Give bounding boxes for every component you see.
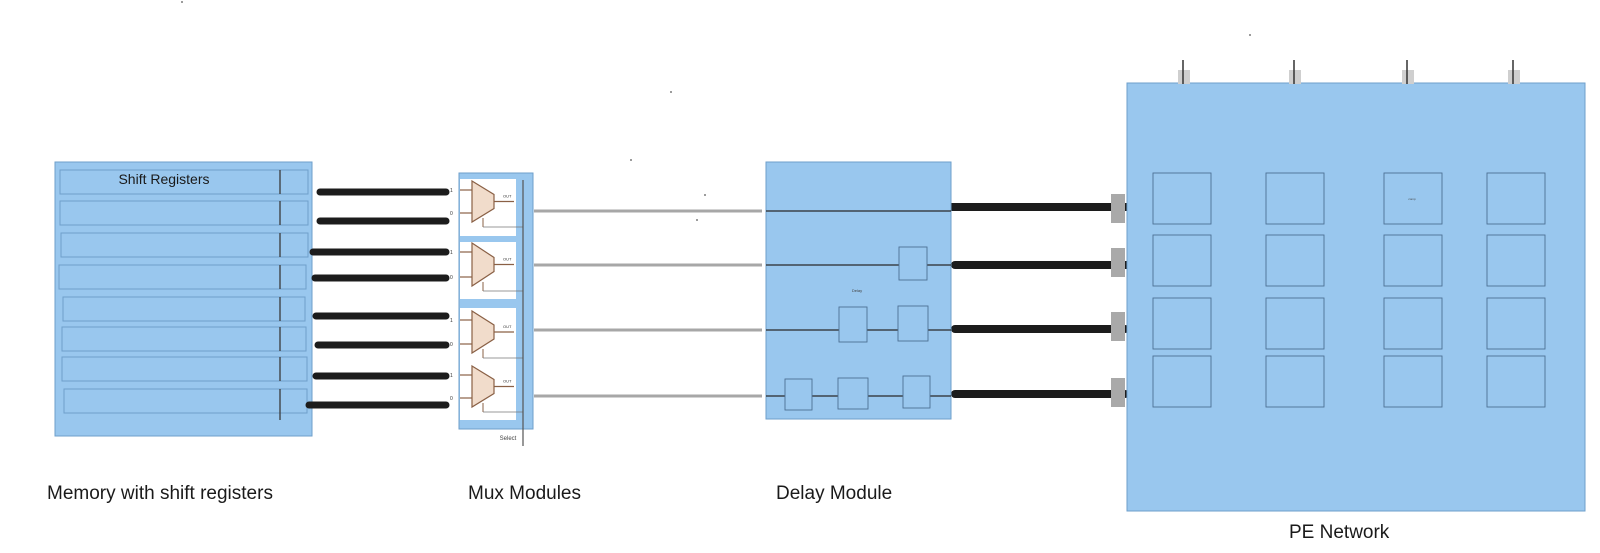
- pe-cell: [1486, 172, 1546, 225]
- delay-register-box: [902, 375, 931, 409]
- pe-cell: [1152, 297, 1212, 350]
- shift-register-row: [63, 388, 308, 414]
- pe-top-port: [1289, 70, 1301, 84]
- mux-input-1-label: 1: [450, 318, 453, 324]
- mux-select-label: Select: [500, 436, 517, 442]
- mux-trapezoid: [471, 179, 495, 224]
- mux-input-0-label: 0: [450, 396, 453, 402]
- shift-register-row: [61, 356, 308, 382]
- stray-dot: [704, 194, 706, 196]
- delay-register-box: [784, 378, 813, 411]
- mux-input-1-label: 1: [450, 373, 453, 379]
- pe-network-group: [1111, 60, 1586, 512]
- pe-cell: [1486, 234, 1546, 287]
- mux-input-0-label: 0: [450, 211, 453, 217]
- mux-out-label: OUT: [503, 379, 512, 384]
- memory-block: [54, 161, 313, 437]
- pe-top-port: [1178, 70, 1190, 84]
- pe-top-port: [1402, 70, 1414, 84]
- mux-out-label: OUT: [503, 194, 512, 199]
- mux-input-0-label: 0: [450, 342, 453, 348]
- pe-input-port: [1111, 312, 1125, 341]
- delay-register-box: [838, 306, 868, 343]
- shift-register-row: [61, 326, 307, 352]
- pe-input-port: [1111, 194, 1125, 223]
- stray-dot: [696, 219, 698, 221]
- mux-out-label: OUT: [503, 257, 512, 262]
- mux-input-1-label: 1: [450, 250, 453, 256]
- stray-dot: [670, 91, 672, 93]
- stray-dot: [630, 159, 632, 161]
- mux-out-label: OUT: [503, 324, 512, 329]
- pe-cell-label: comp: [1408, 197, 1416, 201]
- mux-input-1-label: 1: [450, 188, 453, 194]
- mux-input-0-label: 0: [450, 275, 453, 281]
- pe-cell: [1265, 234, 1325, 287]
- delay-caption: Delay Module: [776, 483, 893, 504]
- delay-register-box: [897, 305, 929, 342]
- stray-dot: [1249, 34, 1251, 36]
- pe-top-port: [1508, 70, 1520, 84]
- pe-input-port: [1111, 378, 1125, 407]
- stray-dot: [181, 1, 183, 3]
- pe-cell: [1383, 234, 1443, 287]
- delay-inner-label: Delay: [852, 288, 862, 293]
- shift-register-row: [58, 264, 307, 290]
- pe-cell: [1152, 234, 1212, 287]
- shift-register-row: [62, 296, 306, 322]
- pe-cell: [1152, 172, 1212, 225]
- pe-input-port: [1111, 248, 1125, 277]
- pe-cell: [1152, 355, 1212, 408]
- pe-cell: [1486, 355, 1546, 408]
- pe-network-block: [1126, 82, 1586, 512]
- pe-cell: [1383, 172, 1443, 225]
- wire-group: [181, 1, 1251, 409]
- pe-network-caption: PE Network: [1289, 522, 1390, 543]
- diagram-text-group: Shift Registers Select Delay comp: [118, 171, 1416, 442]
- shift-register-row: [59, 200, 309, 226]
- shift-register-row: [60, 232, 309, 258]
- pe-cell: [1265, 355, 1325, 408]
- pe-cell: [1486, 297, 1546, 350]
- mux-caption: Mux Modules: [468, 483, 581, 504]
- pe-cell: [1265, 172, 1325, 225]
- pe-cell: [1383, 297, 1443, 350]
- mux-trapezoid: [471, 241, 495, 288]
- shift-registers-label: Shift Registers: [118, 171, 209, 187]
- delay-register-box: [837, 377, 869, 410]
- mux-trapezoid: [471, 364, 495, 409]
- delay-block-group: [765, 161, 952, 420]
- delay-register-box: [898, 246, 928, 281]
- shift-register-row: [59, 169, 309, 195]
- mux-trapezoid: [471, 309, 495, 355]
- pe-cell: [1383, 355, 1443, 408]
- memory-caption: Memory with shift registers: [47, 483, 273, 504]
- pe-cell: [1265, 297, 1325, 350]
- memory-block-group: [54, 161, 313, 437]
